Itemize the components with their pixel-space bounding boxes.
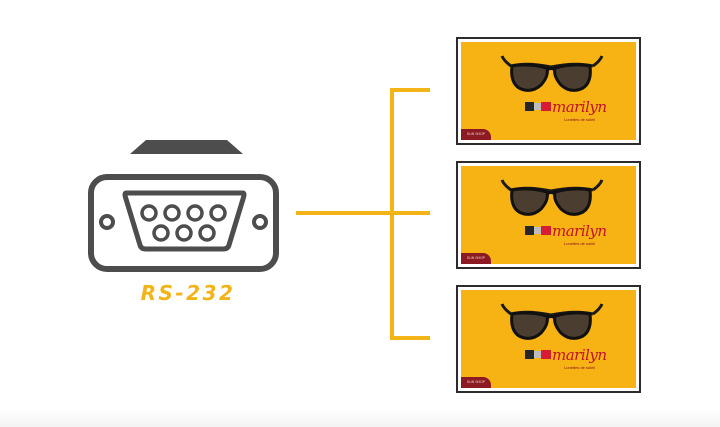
pin xyxy=(186,204,204,222)
sunglasses-lipstick-graphic xyxy=(500,55,604,111)
brand-logo-text: marilyn xyxy=(552,98,607,116)
connector-screw-right xyxy=(252,214,268,230)
display-screen: marilyn Lunettes de soleil SUN SHOP xyxy=(456,285,641,393)
connector-shell xyxy=(88,174,279,272)
tagline: Lunettes de soleil xyxy=(564,117,596,122)
display-screen: marilyn Lunettes de soleil SUN SHOP xyxy=(456,161,641,269)
connector-pins xyxy=(140,204,227,242)
shop-badge: SUN SHOP xyxy=(461,253,491,264)
pin xyxy=(198,224,216,242)
wiring xyxy=(296,88,430,340)
sunglasses-lipstick-graphic xyxy=(500,303,604,359)
floor-shadow xyxy=(0,410,720,427)
pin xyxy=(163,204,181,222)
ad-content: marilyn Lunettes de soleil SUN SHOP xyxy=(461,166,636,264)
ad-content: marilyn Lunettes de soleil SUN SHOP xyxy=(461,290,636,388)
brand-logo-text: marilyn xyxy=(552,222,607,240)
connector-top-tab xyxy=(130,140,243,154)
brand-logo-text: marilyn xyxy=(552,346,607,364)
display-screen: marilyn Lunettes de soleil SUN SHOP xyxy=(456,37,641,145)
ad-content: marilyn Lunettes de soleil SUN SHOP xyxy=(461,42,636,140)
tagline: Lunettes de soleil xyxy=(564,365,596,370)
pin xyxy=(209,204,227,222)
shop-badge: SUN SHOP xyxy=(461,377,491,388)
connector-d-sub-face xyxy=(122,190,247,252)
sunglasses-lipstick-graphic xyxy=(500,179,604,235)
pin xyxy=(152,224,170,242)
connector-label: RS-232 xyxy=(140,281,236,305)
pin xyxy=(140,204,158,222)
tagline: Lunettes de soleil xyxy=(564,241,596,246)
connector-screw-left xyxy=(99,214,115,230)
pin xyxy=(175,224,193,242)
db9-connector-icon xyxy=(88,140,279,272)
shop-badge: SUN SHOP xyxy=(461,129,491,140)
